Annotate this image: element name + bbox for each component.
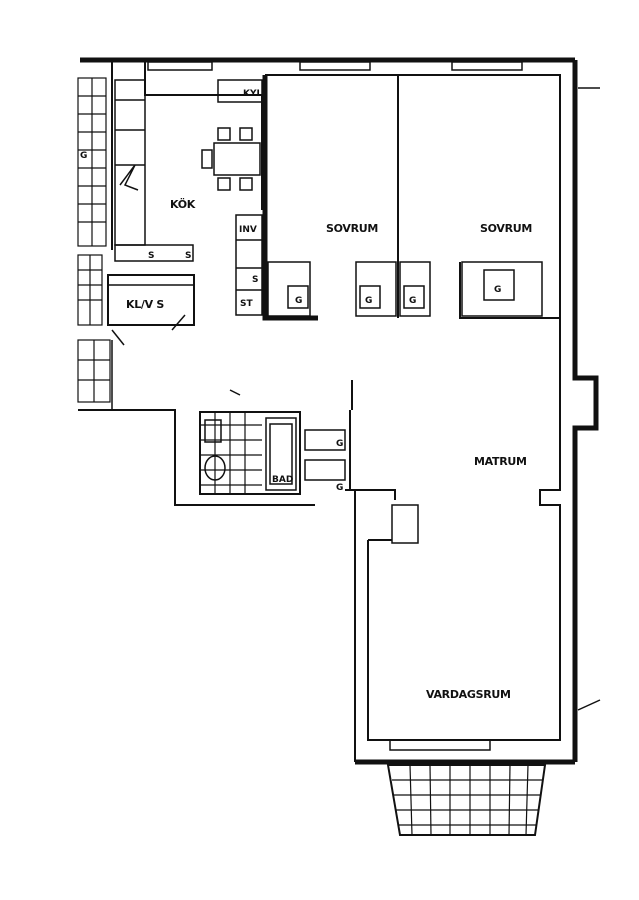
bathroom-tiles <box>200 412 262 494</box>
kitchen <box>114 62 263 316</box>
exterior-lines <box>577 87 601 711</box>
label-sovrum-left: SOVRUM <box>326 222 378 235</box>
label-bad: BAD <box>272 475 293 485</box>
label-g3: G <box>409 296 416 306</box>
bedroom-right <box>398 74 561 319</box>
label-st: ST <box>240 299 253 309</box>
bedroom-left <box>262 74 399 321</box>
label-vardagsrum: VARDAGSRUM <box>426 688 511 701</box>
left-small-grid <box>77 254 103 326</box>
balcony <box>386 764 547 836</box>
label-s1: S <box>148 251 154 261</box>
left-lower-grid <box>77 339 111 403</box>
label-g6: G <box>336 483 343 493</box>
hall <box>111 340 353 410</box>
label-klk-s: KL/V S <box>126 298 164 311</box>
outer-walls <box>78 57 599 765</box>
label-g7: G <box>80 151 87 161</box>
closet <box>107 274 195 346</box>
label-g4: G <box>494 285 501 295</box>
label-kyl: KYL <box>243 89 262 99</box>
label-matrum: MATRUM <box>474 455 527 468</box>
label-g5: G <box>336 439 343 449</box>
label-inv: INV <box>239 225 257 235</box>
bathroom <box>199 411 346 495</box>
dining-living <box>345 318 561 741</box>
label-s2: S <box>185 251 191 261</box>
label-g2: G <box>365 296 372 306</box>
label-g1: G <box>295 296 302 306</box>
label-s3: S <box>252 275 258 285</box>
left-stair-grid <box>77 77 107 247</box>
windows <box>147 61 523 751</box>
label-sovrum-right: SOVRUM <box>480 222 532 235</box>
label-kok: KÖK <box>170 197 196 211</box>
